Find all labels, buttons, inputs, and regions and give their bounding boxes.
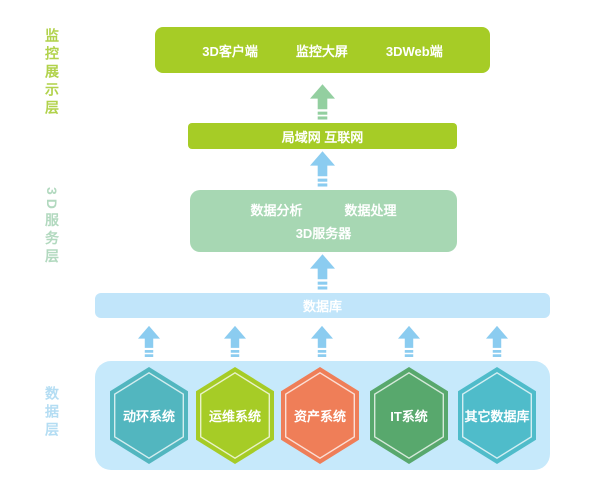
up-arrow-icon bbox=[224, 325, 246, 359]
hexagon-shape bbox=[196, 367, 274, 464]
hexagon-label: 资产系统 bbox=[293, 409, 346, 424]
network-bar-label: 局域网 互联网 bbox=[281, 129, 364, 145]
server-box-row1: 数据分析 数据处理 bbox=[190, 200, 457, 219]
display-layer-box: 3D客户端 监控大屏 3DWeb端 bbox=[155, 27, 490, 73]
up-arrow-icon bbox=[310, 151, 335, 188]
database-bar-label: 数据库 bbox=[302, 299, 342, 314]
display-item-3d-client: 3D客户端 bbox=[202, 43, 258, 59]
hexagon-shape bbox=[110, 367, 188, 464]
display-item-monitor-screen: 监控大屏 bbox=[295, 43, 348, 59]
hexagon-ops-system: 运维系统 bbox=[196, 367, 274, 464]
hexagon-label: IT系统 bbox=[390, 409, 428, 424]
hexagon-asset-system: 资产系统 bbox=[281, 367, 359, 464]
data-layer-box: 动环系统 运维系统 资产系统 IT系统 bbox=[95, 361, 550, 470]
hexagon-power-env-system: 动环系统 bbox=[110, 367, 188, 464]
server-3d-server: 3D服务器 bbox=[295, 226, 352, 241]
up-arrow-icon bbox=[311, 325, 333, 359]
hexagon-it-system: IT系统 bbox=[370, 367, 448, 464]
up-arrow-icon bbox=[398, 325, 420, 359]
hexagon-shape bbox=[281, 367, 359, 464]
network-bar: 局域网 互联网 bbox=[188, 123, 457, 149]
display-item-3d-web: 3DWeb端 bbox=[385, 43, 443, 59]
up-arrow-icon bbox=[310, 84, 335, 121]
up-arrow-icon bbox=[138, 325, 160, 359]
hexagon-label: 运维系统 bbox=[208, 409, 261, 424]
database-bar: 数据库 bbox=[95, 293, 550, 318]
hexagon-label: 其它数据库 bbox=[464, 409, 530, 424]
up-arrow-icon bbox=[310, 254, 335, 291]
layer-label-data: 数据层 bbox=[44, 386, 60, 440]
server-data-processing: 数据处理 bbox=[344, 203, 397, 218]
server-data-analysis: 数据分析 bbox=[250, 203, 303, 218]
hexagon-other-database: 其它数据库 bbox=[458, 367, 536, 464]
layer-label-monitor-display: 监控展示层 bbox=[44, 28, 60, 118]
layer-label-3d-service: 3D服务层 bbox=[44, 187, 60, 267]
up-arrow-icon bbox=[486, 325, 508, 359]
hexagon-shape bbox=[370, 367, 448, 464]
server-box: 数据分析 数据处理 3D服务器 bbox=[190, 190, 457, 252]
hexagon-label: 动环系统 bbox=[122, 409, 175, 424]
hexagon-shape bbox=[458, 367, 536, 464]
